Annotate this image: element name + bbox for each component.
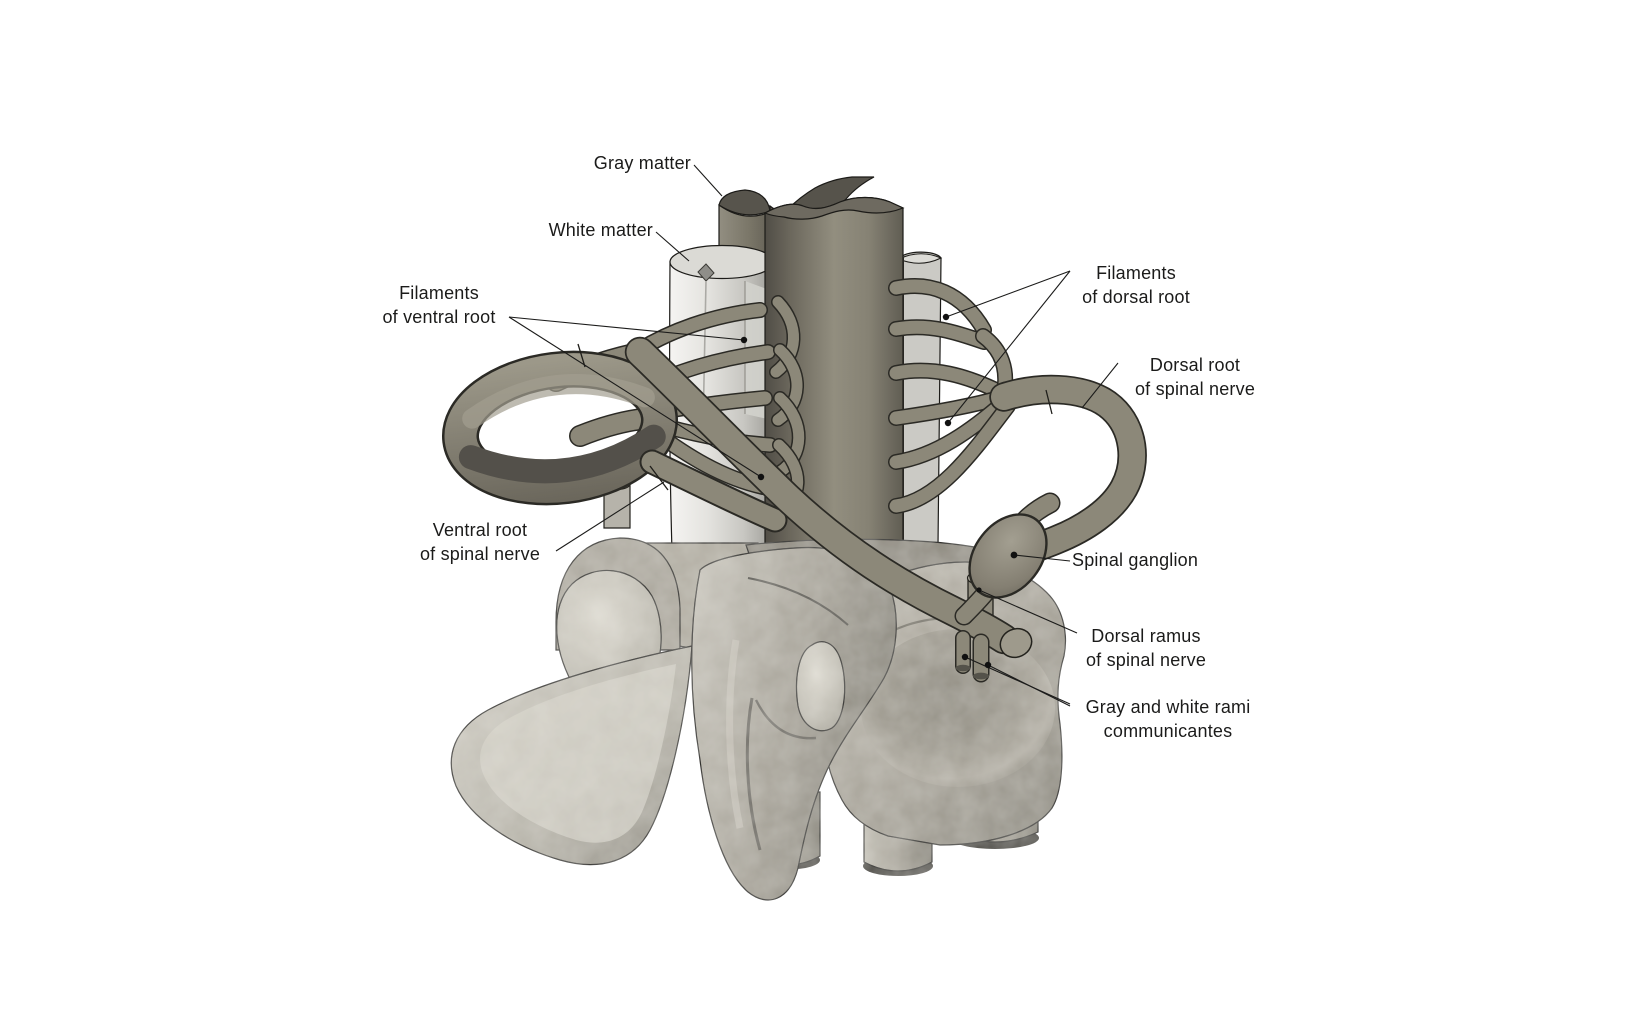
label-line: Ventral root	[432, 520, 528, 540]
leader-rami-2	[987, 664, 1071, 707]
filament-tube	[889, 394, 1012, 469]
label-dorsal-root: Dorsal root of spinal nerve	[1135, 353, 1255, 401]
label-ventral-root: Ventral root of spinal nerve	[420, 518, 540, 566]
leader-lines	[508, 164, 1119, 707]
label-line: Gray and white rami	[1085, 697, 1251, 717]
label-white-matter: White matter	[549, 218, 653, 242]
leader-filaments-ventral-2	[508, 316, 762, 478]
nerve-cut-face	[999, 627, 1033, 659]
label-line: communicantes	[1103, 721, 1233, 741]
label-line: Filaments	[399, 283, 479, 303]
label-gray-matter-text: Gray matter	[593, 153, 691, 173]
label-line: Dorsal ramus	[1091, 626, 1201, 646]
label-line: of spinal nerve	[419, 544, 541, 564]
leader-spinal-ganglion	[1013, 554, 1071, 562]
label-line: Dorsal root	[1149, 355, 1241, 375]
label-line: Filaments	[1096, 263, 1176, 283]
filament-tube	[889, 399, 1015, 513]
label-white-matter-text: White matter	[548, 220, 653, 240]
leader-white-matter	[655, 231, 690, 262]
rootlet-loops	[769, 295, 806, 519]
label-line: of spinal nerve	[1134, 379, 1256, 399]
leader-filaments-dorsal-2	[947, 270, 1071, 424]
label-line: of spinal nerve	[1085, 650, 1207, 670]
label-filaments-ventral: Filaments of ventral root	[382, 281, 495, 329]
filament-tube	[770, 296, 799, 378]
filament-tube	[889, 364, 1009, 400]
filament-tube	[772, 344, 803, 426]
label-line: of dorsal root	[1082, 287, 1190, 307]
dorsal-root-arc	[989, 374, 1147, 567]
label-line: of ventral root	[382, 307, 496, 327]
label-rami-communicantes: Gray and white rami communicantes	[1086, 695, 1251, 743]
label-filaments-dorsal: Filaments of dorsal root	[1082, 261, 1190, 309]
anterior-median-fissure-notch	[697, 263, 715, 282]
label-dorsal-ramus: Dorsal ramus of spinal nerve	[1086, 624, 1206, 672]
dorsal-filaments	[888, 278, 1016, 514]
filament-tube	[774, 392, 805, 478]
rami-communicantes-stubs	[955, 630, 990, 683]
leader-gray-matter	[693, 164, 723, 197]
tube-seams	[577, 343, 1053, 491]
transverse-process	[450, 645, 693, 866]
body-concavity	[861, 629, 1055, 787]
label-gray-matter: Gray matter	[594, 151, 691, 175]
leader-filaments-ventral-1	[508, 316, 745, 341]
leader-dorsal-root	[1081, 362, 1119, 409]
label-spinal-ganglion: Spinal ganglion	[1072, 548, 1198, 572]
label-spinal-ganglion-text: Spinal ganglion	[1072, 550, 1199, 570]
filament-tube	[889, 279, 991, 337]
accessory-bump	[795, 641, 846, 732]
leader-filaments-dorsal-1	[945, 270, 1071, 318]
spinous-process	[691, 546, 897, 901]
leader-ventral-root	[555, 481, 665, 552]
ventral-root-loop	[441, 350, 679, 506]
leader-rami-1	[964, 656, 1071, 705]
leader-dorsal-ramus	[978, 589, 1078, 634]
